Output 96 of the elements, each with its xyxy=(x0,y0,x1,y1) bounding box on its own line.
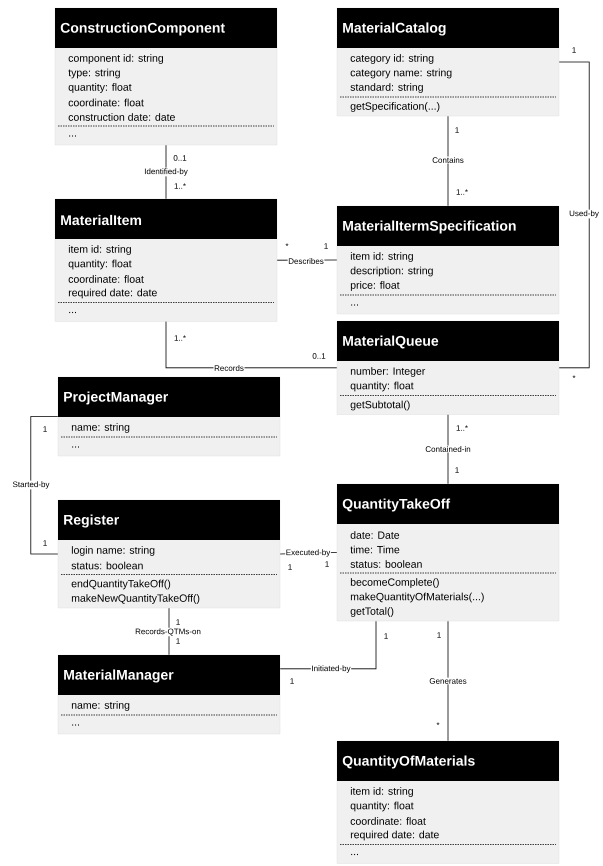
multiplicity-label: * xyxy=(436,722,440,726)
attribute-text: type: string xyxy=(68,68,120,78)
edge-label: Generates xyxy=(428,678,468,684)
class-box xyxy=(336,320,560,415)
attribute-text: category name: string xyxy=(350,68,452,78)
multiplicity-label: 1 xyxy=(43,426,47,432)
attribute-text: date: Date xyxy=(350,531,400,539)
class-box xyxy=(58,376,280,456)
multiplicity-label: 1 xyxy=(176,619,180,625)
multiplicity-label: 1 xyxy=(384,633,388,639)
edge-label: Describes xyxy=(288,257,324,265)
attribute-text: construction date: date xyxy=(68,113,175,121)
multiplicity-label: 1 xyxy=(455,467,459,473)
edge-label: Contained-in xyxy=(424,445,472,453)
attribute-text: quantity: float xyxy=(68,260,132,270)
class-box xyxy=(336,206,560,314)
attribute-text: required date: date xyxy=(68,288,157,298)
multiplicity-label: 0..1 xyxy=(312,353,326,359)
class-name: MaterialManager xyxy=(64,669,174,683)
class-box xyxy=(58,654,280,734)
multiplicity-label: 1 xyxy=(290,678,294,684)
class-name: ConstructionComponent xyxy=(60,22,225,36)
class-name: Register xyxy=(64,514,119,528)
operation-text: makeQuantityOfMaterials(...) xyxy=(350,592,484,602)
multiplicity-label: * xyxy=(286,243,288,246)
attribute-text: coordinate: float xyxy=(68,98,144,106)
multiplicity-label: 1 xyxy=(455,127,459,133)
multiplicity-label: 1 xyxy=(324,243,328,249)
attribute-text: name: string xyxy=(72,701,130,711)
class-name: MaterialQueue xyxy=(343,336,438,348)
attribute-text: coordinate: float xyxy=(350,817,426,825)
class-name: MaterialItermSpecification xyxy=(343,220,516,234)
class-name: ProjectManager xyxy=(64,391,168,405)
attribute-text: item id: string xyxy=(68,245,131,255)
association-line xyxy=(30,416,58,554)
attribute-text: category id: string xyxy=(350,54,434,64)
association-line xyxy=(558,62,590,368)
class-box xyxy=(54,8,278,146)
edge-label: Records-QTMs-on xyxy=(134,628,202,636)
attribute-text: item id: string xyxy=(350,252,413,262)
class-name: QuantityOfMaterials xyxy=(342,755,475,769)
attribute-text: quantity: float xyxy=(350,802,414,812)
operation-text: getSpecification(...) xyxy=(350,102,440,112)
operation-text: ... xyxy=(351,304,358,306)
class-box xyxy=(336,484,560,622)
multiplicity-label: 1..* xyxy=(456,189,468,195)
class-name: MaterialCatalog xyxy=(343,22,446,36)
attribute-text: item id: string xyxy=(350,787,413,797)
class-name: MaterialItem xyxy=(61,214,142,226)
multiplicity-label: 1..* xyxy=(456,425,468,431)
attribute-text: status: boolean xyxy=(72,562,143,570)
attribute-text: component id: string xyxy=(68,54,164,64)
operation-text: makeNewQuantityTakeOff() xyxy=(72,594,200,604)
multiplicity-label: 1 xyxy=(43,540,47,546)
multiplicity-label: * xyxy=(572,375,576,378)
operation-text: becomeComplete() xyxy=(350,578,439,588)
multiplicity-label: 1 xyxy=(325,561,329,567)
attribute-text: standard: string xyxy=(350,83,423,93)
operation-text: ... xyxy=(69,312,76,314)
operation-text: ... xyxy=(351,854,358,856)
edge-label: Used-by xyxy=(568,210,600,218)
multiplicity-label: 1 xyxy=(572,47,576,53)
attribute-text: description: string xyxy=(350,266,433,276)
attribute-text: price: float xyxy=(350,281,400,291)
attribute-text: login name: string xyxy=(72,546,154,556)
edge-label: Executed-by xyxy=(285,548,331,558)
multiplicity-label: 1..* xyxy=(174,335,186,341)
multiplicity-label: 1 xyxy=(176,638,180,644)
attribute-text: number: Integer xyxy=(350,367,426,377)
attribute-text: required date: date xyxy=(350,830,439,840)
class-box xyxy=(54,198,278,322)
operation-text: ... xyxy=(72,446,79,448)
attribute-text: coordinate: float xyxy=(68,275,144,283)
edge-label: Identified-by xyxy=(144,168,188,176)
edge-label: Started-by xyxy=(12,480,50,490)
multiplicity-label: 1 xyxy=(288,564,292,570)
class-box xyxy=(336,740,560,864)
edge-label: Initiated-by xyxy=(310,664,352,674)
class-name: QuantityTakeOff xyxy=(342,498,450,512)
attribute-text: time: Time xyxy=(350,546,400,554)
attribute-text: quantity: float xyxy=(68,83,132,93)
attribute-text: name: string xyxy=(72,423,130,433)
edge-label: Records xyxy=(214,364,244,372)
attribute-text: status: boolean xyxy=(350,560,422,568)
operation-text: endQuantityTakeOff() xyxy=(72,580,170,590)
edge-label: Contains xyxy=(432,156,464,164)
multiplicity-label: 1 xyxy=(437,632,441,638)
operation-text: getTotal() xyxy=(350,607,394,617)
operation-text: getSubtotal() xyxy=(350,400,410,410)
class-box xyxy=(58,500,280,608)
operation-text: ... xyxy=(72,724,79,726)
multiplicity-label: 0..1 xyxy=(174,155,186,161)
operation-text: ... xyxy=(69,135,76,137)
class-box xyxy=(336,8,560,116)
multiplicity-label: 1..* xyxy=(174,183,186,189)
attribute-text: quantity: float xyxy=(350,382,414,392)
